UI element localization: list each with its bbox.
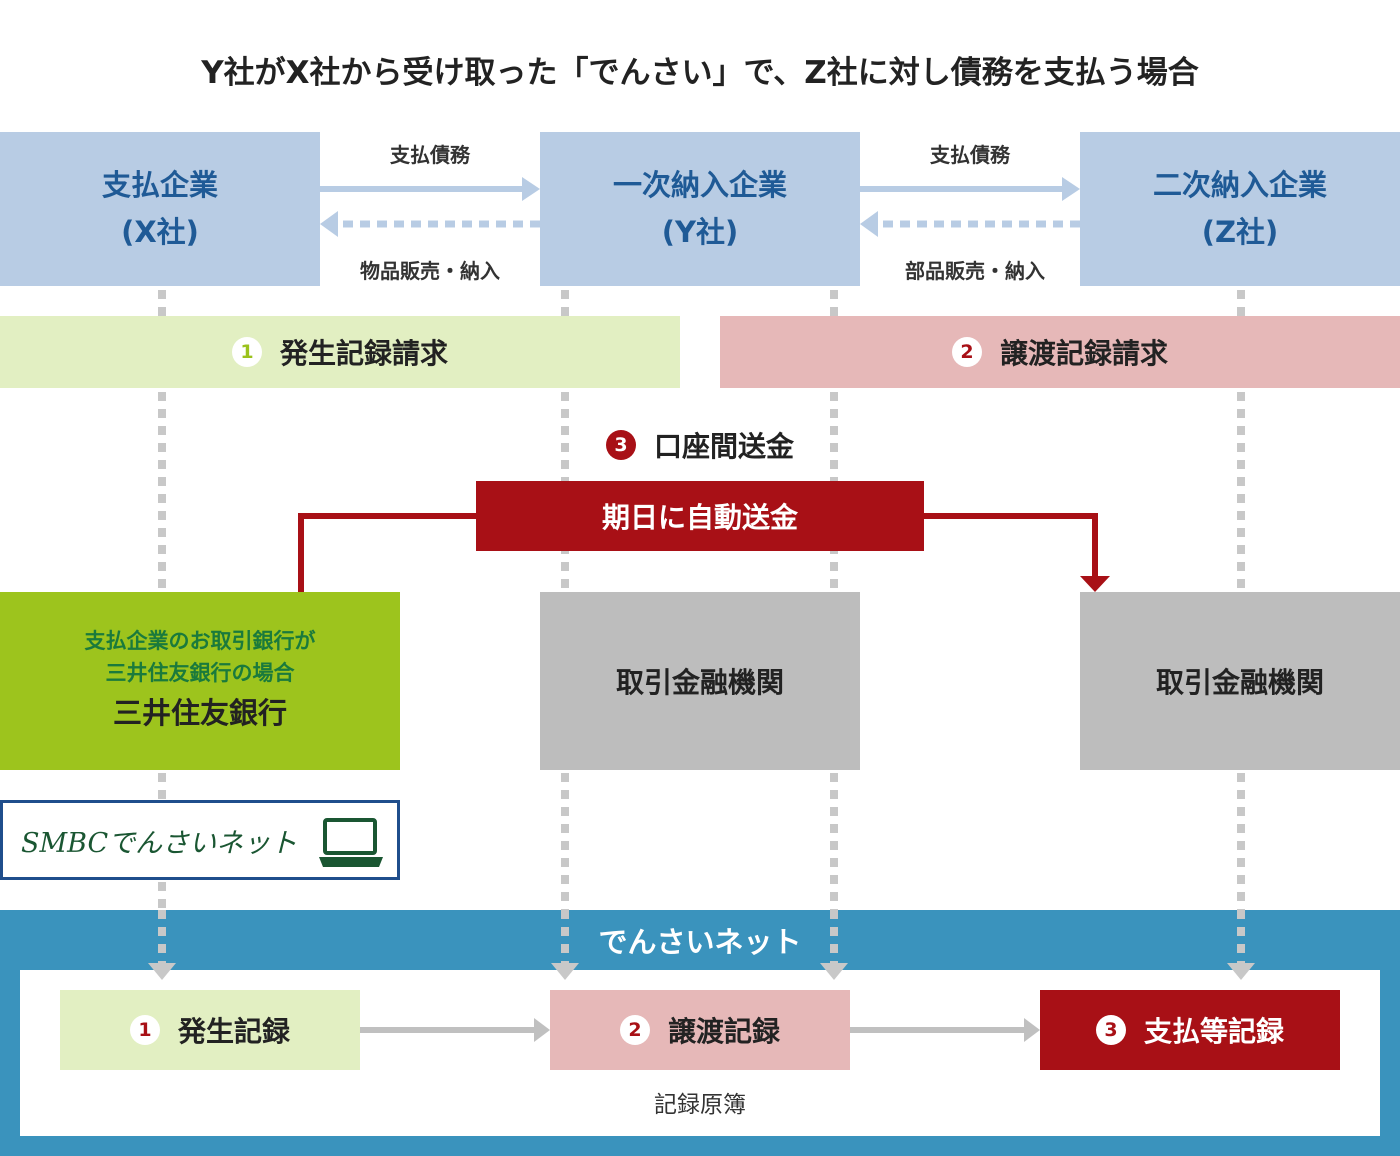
goods-label-1: 物品販売・納入	[360, 258, 500, 283]
transfer-record: 2 譲渡記録	[550, 990, 850, 1070]
record-arrows	[360, 1018, 1040, 1042]
transfer-line-left	[298, 513, 476, 592]
step1-label: 発生記録請求	[279, 337, 448, 370]
debt-label-1: 支払債務	[390, 142, 470, 167]
transfer-arrowhead	[1080, 576, 1110, 592]
dotted-line-y2-lower	[830, 773, 838, 963]
dotted-line-y1-lower	[561, 773, 569, 963]
payer-company-name: 支払企業	[101, 168, 218, 202]
payment-record: 3 支払等記録	[1040, 990, 1340, 1070]
auto-transfer-box: 期日に自動送金	[476, 481, 924, 551]
dotted-line-z-lower	[1237, 773, 1245, 963]
goods-label-2: 部品販売・納入	[905, 258, 1045, 283]
step3-number: 3	[605, 430, 636, 460]
dotted-line-x-upper	[158, 290, 166, 590]
dotted-line-y2-upper	[830, 290, 838, 590]
payer-company-box: 支払企業 (X社)	[0, 132, 320, 286]
dotted-line-y1-upper	[561, 290, 569, 590]
dotted-line-z-upper	[1237, 290, 1245, 590]
step2-number: 2	[951, 337, 982, 367]
secondary-supplier-sub: (Z社)	[1201, 215, 1279, 249]
dotted-line-x-blue	[158, 910, 166, 964]
secondary-supplier-name: 二次納入企業	[1152, 168, 1327, 202]
step1-number: 1	[231, 337, 262, 367]
transfer-line-right	[924, 513, 1098, 578]
goods-arrowhead-2	[860, 211, 878, 237]
debt-arrowhead-2	[1062, 177, 1080, 201]
step3-label-group: 3 口座間送金	[586, 420, 814, 470]
logo-text: SMBCでんさいネット	[21, 828, 298, 859]
smbc-bank-name: 三井住友銀行	[112, 696, 287, 730]
record1-label: 発生記録	[177, 1015, 290, 1048]
goods-arrowhead-1	[320, 211, 338, 237]
step1-band: 1 発生記録請求	[0, 316, 680, 388]
ledger-label: 記録原簿	[654, 1092, 746, 1118]
dotted-line-x-mid	[158, 773, 166, 801]
smbc-note-line1: 支払企業のお取引銀行が	[84, 629, 316, 653]
debt-arrowhead-1	[522, 177, 540, 201]
step3-label: 口座間送金	[653, 430, 794, 463]
dotted-arrowheads	[148, 963, 1255, 980]
densai-net-title: でんさいネット	[598, 925, 802, 959]
secondary-supplier-box: 二次納入企業 (Z社)	[1080, 132, 1400, 286]
record2-label: 譲渡記録	[667, 1015, 780, 1048]
smbc-note-line2: 三井住友銀行の場合	[105, 661, 295, 685]
step2-band: 2 譲渡記録請求	[720, 316, 1400, 388]
record2-number: 2	[619, 1015, 650, 1045]
record1-number: 1	[129, 1015, 160, 1045]
step2-label: 譲渡記録請求	[999, 337, 1168, 370]
primary-supplier-sub: (Y社)	[661, 215, 739, 249]
dotted-line-y1-blue	[561, 910, 569, 964]
record3-number: 3	[1095, 1015, 1126, 1045]
debt-label-2: 支払債務	[930, 142, 1010, 167]
payer-company-sub: (X社)	[121, 215, 199, 249]
financial-institution-z: 取引金融機関	[1080, 592, 1400, 770]
issuance-record: 1 発生記録	[60, 990, 360, 1070]
primary-supplier-name: 一次納入企業	[612, 168, 787, 202]
primary-supplier-box: 一次納入企業 (Y社)	[540, 132, 860, 286]
dotted-line-z-blue	[1237, 910, 1245, 964]
smbc-densai-net-logo[interactable]: SMBCでんさいネット	[0, 800, 400, 880]
laptop-icon	[319, 818, 383, 867]
smbc-bank-box: 支払企業のお取引銀行が 三井住友銀行の場合 三井住友銀行	[0, 592, 400, 770]
record3-label: 支払等記録	[1143, 1015, 1284, 1048]
page-title: Y社がX社から受け取った「でんさい」で、Z社に対し債務を支払う場合	[201, 54, 1199, 91]
dotted-line-y2-blue	[830, 910, 838, 964]
financial-institution-y: 取引金融機関	[540, 592, 860, 770]
